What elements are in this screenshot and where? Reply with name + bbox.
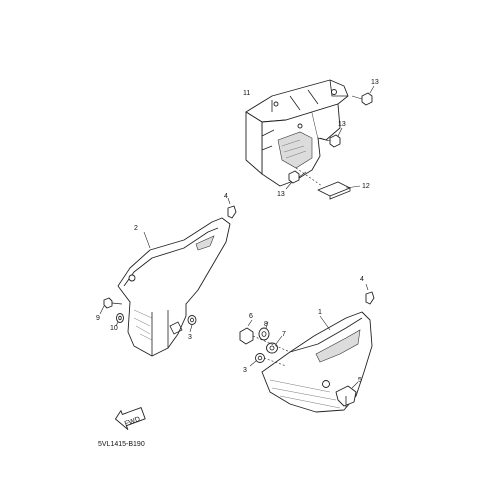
callout-11: 11 — [243, 90, 250, 97]
callout-7: 7 — [282, 331, 286, 338]
bracket-part-11 — [245, 79, 349, 187]
collar-part-3-right — [249, 353, 265, 367]
callout-3-right: 3 — [243, 367, 247, 374]
callout-9: 9 — [96, 315, 100, 322]
callout-1: 1 — [318, 309, 322, 316]
side-cover-part-1 — [261, 311, 373, 413]
callout-10: 10 — [110, 325, 118, 332]
bolt-part-9 — [99, 297, 123, 315]
bolt-part-13-c — [285, 170, 307, 190]
nut-part-6 — [239, 319, 254, 345]
callout-3-left: 3 — [188, 334, 192, 341]
callout-13-c: 13 — [277, 191, 285, 198]
collar-part-3-left — [187, 315, 197, 333]
bolt-part-5 — [335, 381, 359, 408]
diagram-code: 5VL1415-B190 — [98, 441, 145, 448]
callout-5: 5 — [358, 377, 362, 384]
grommet-part-7 — [266, 335, 283, 354]
callout-8: 8 — [264, 321, 268, 328]
callout-13-b: 13 — [338, 121, 346, 128]
callout-4-left: 4 — [224, 193, 228, 200]
pad-part-12 — [317, 181, 361, 200]
side-cover-part-2 — [117, 217, 231, 357]
callout-13-a: 13 — [371, 79, 379, 86]
callout-12: 12 — [362, 183, 370, 190]
grommet-part-4-right — [365, 283, 375, 305]
callout-2: 2 — [134, 225, 138, 232]
callout-4-right: 4 — [360, 276, 364, 283]
bolt-part-13-a — [351, 85, 375, 106]
callout-6: 6 — [249, 313, 253, 320]
grommet-part-4-left — [227, 197, 237, 219]
bolt-part-13-b — [319, 127, 343, 148]
forward-arrow-icon: FWD — [115, 407, 146, 430]
washer-part-8 — [258, 321, 270, 341]
washer-part-10 — [115, 313, 124, 327]
